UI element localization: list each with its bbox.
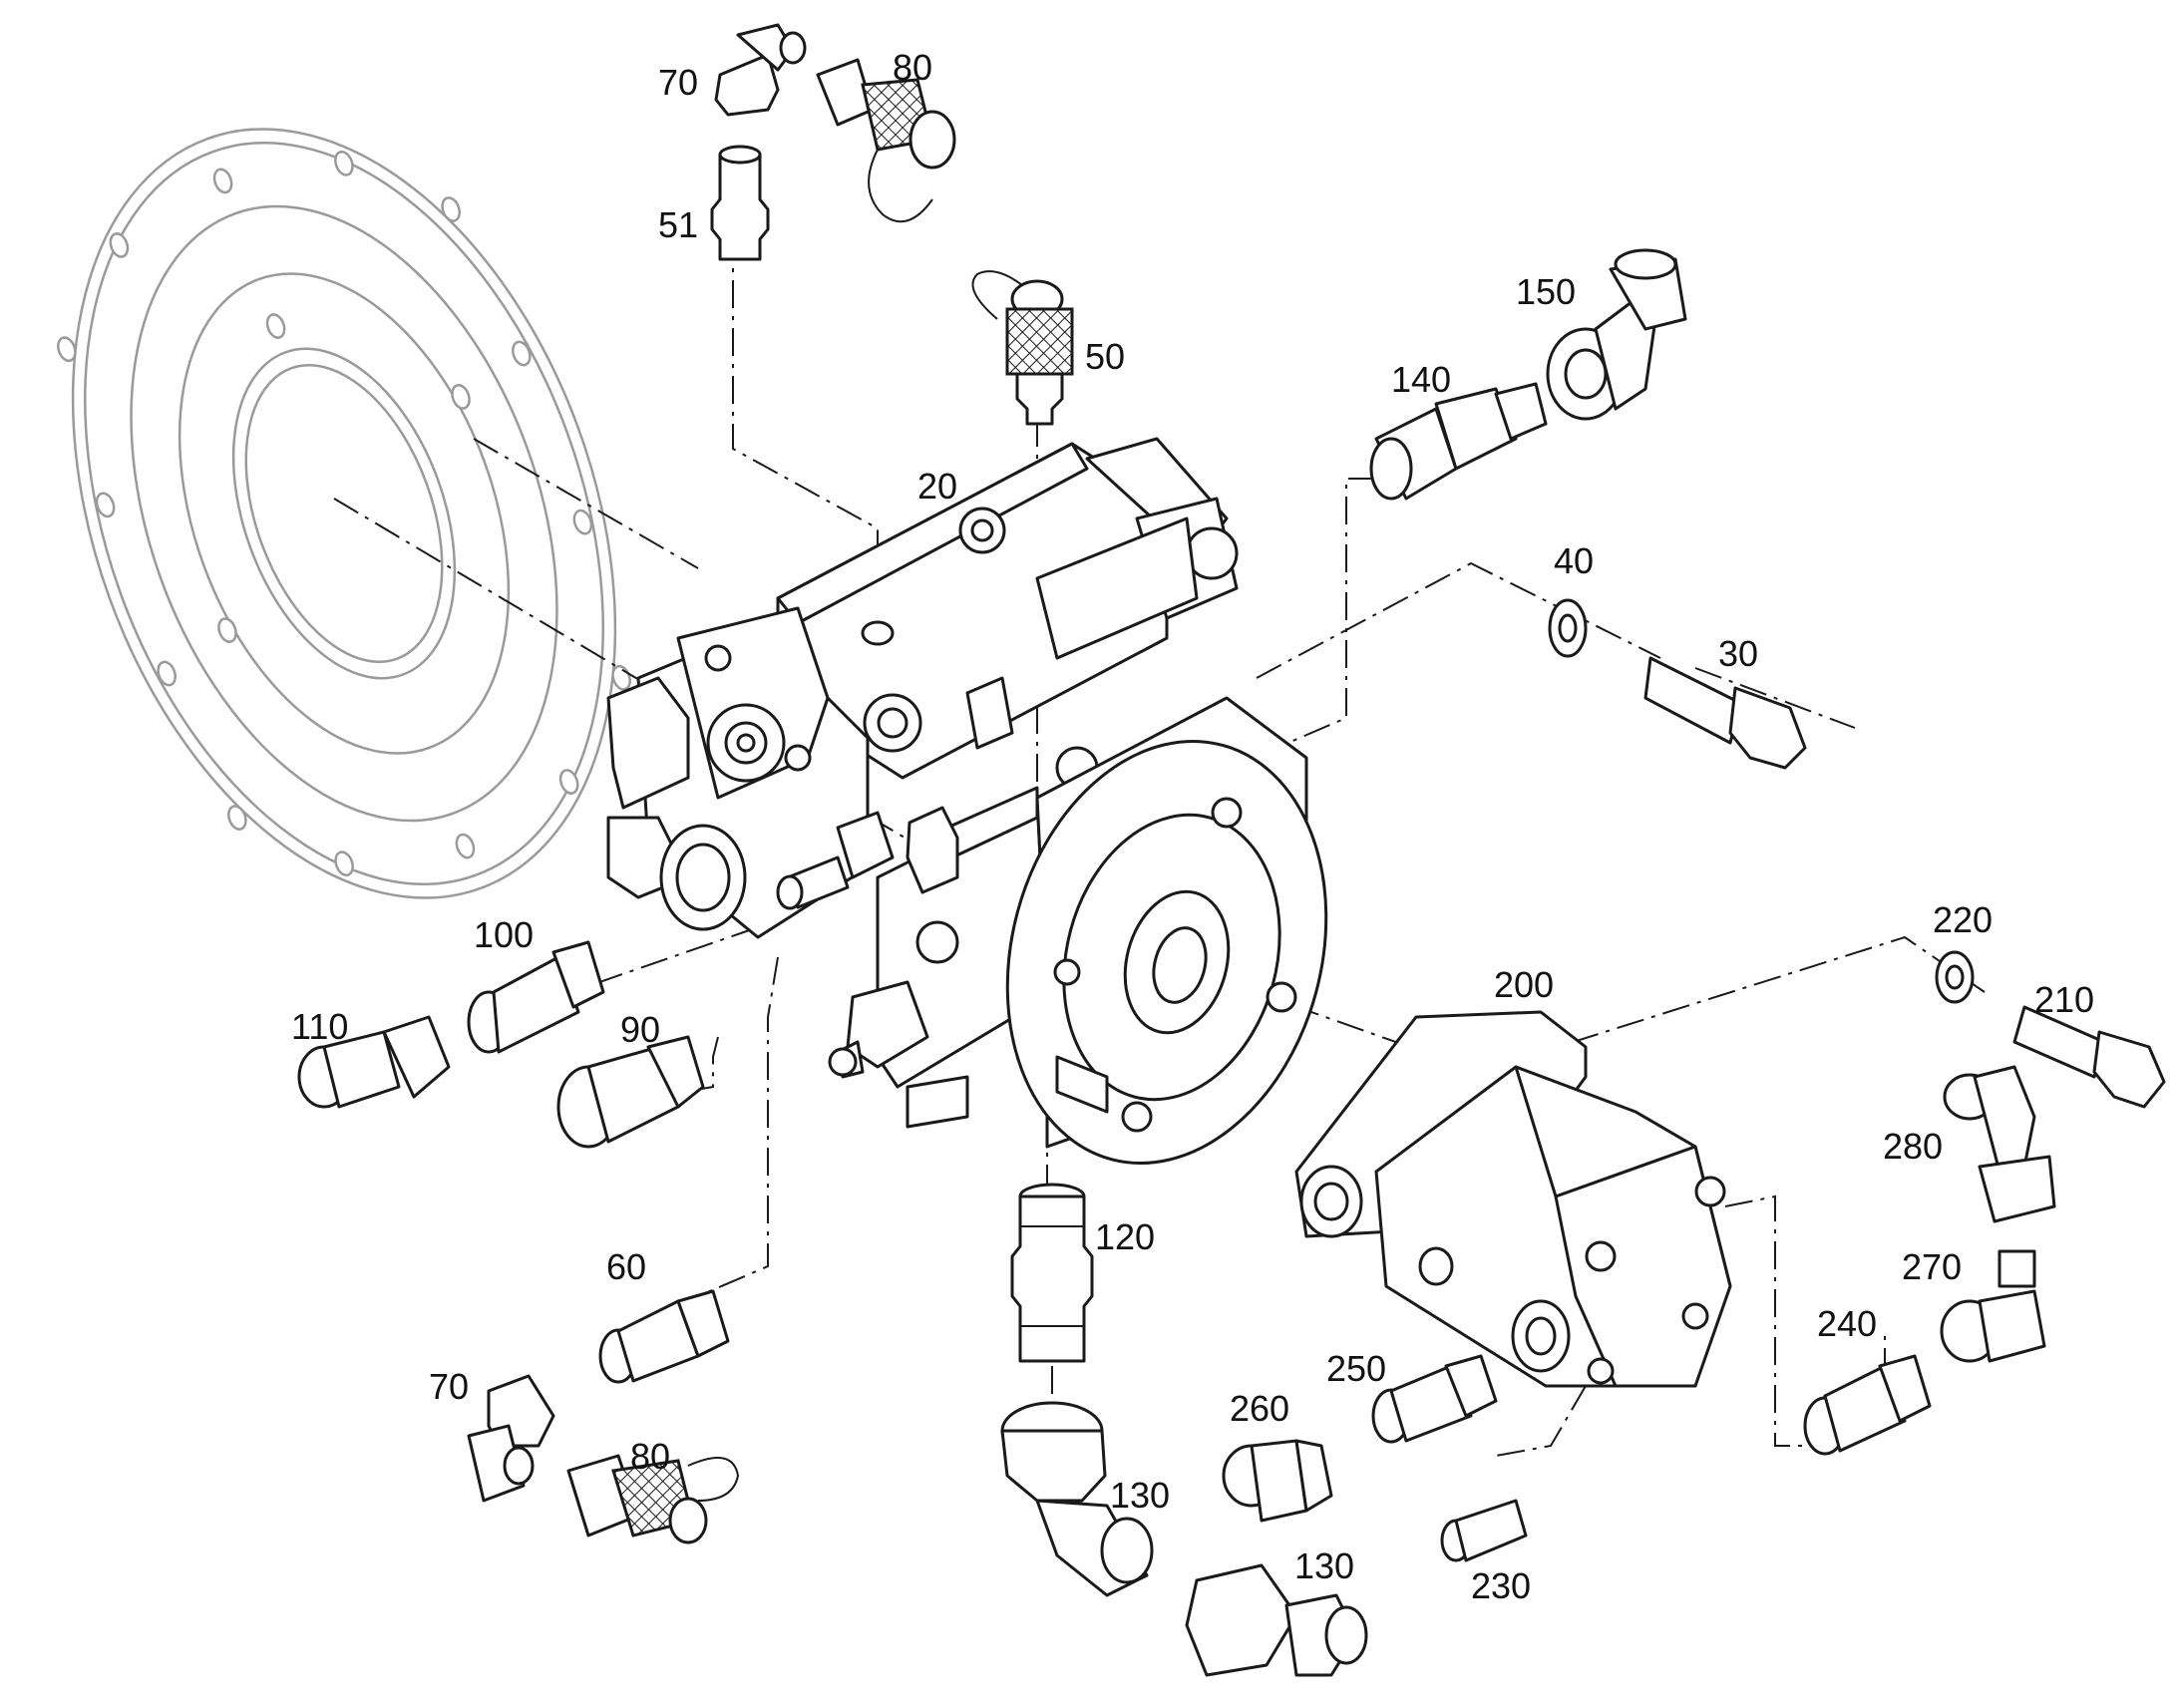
elbow-130-upper	[1000, 1401, 1154, 1597]
callout-50: 50	[1085, 336, 1125, 377]
elbow-110	[297, 1015, 451, 1109]
plug-230	[1440, 1499, 1528, 1562]
elbow-280	[1943, 1065, 2056, 1223]
callout-140: 140	[1391, 359, 1451, 400]
gear-pump-200	[1294, 1010, 1732, 1388]
callout-110: 110	[291, 1006, 348, 1047]
hydraulic-pump-assembly	[606, 437, 1328, 1166]
fitting-270	[1940, 1249, 2046, 1363]
fitting-51	[710, 145, 770, 261]
callout-260: 260	[1230, 1388, 1289, 1429]
fitting-90	[556, 1035, 705, 1149]
washer-220	[1935, 950, 1975, 1004]
callout-40: 40	[1554, 540, 1594, 581]
fitting-60	[598, 1289, 730, 1384]
elbow-150	[1546, 248, 1687, 421]
washer-40	[1548, 598, 1588, 658]
quick-coupler-80-top	[816, 58, 956, 223]
callout-130-lower: 130	[1294, 1545, 1354, 1586]
test-point-coupler-50	[971, 270, 1074, 426]
callout-240: 240	[1817, 1303, 1877, 1344]
callout-60: 60	[606, 1246, 646, 1287]
callout-80-bottom: 80	[630, 1436, 670, 1477]
callout-270: 270	[1902, 1246, 1962, 1287]
elbow-130-lower	[1185, 1563, 1368, 1677]
quick-coupler-80-bottom	[566, 1454, 740, 1544]
fitting-100	[467, 940, 605, 1054]
fitting-250	[1371, 1354, 1498, 1444]
fitting-240	[1803, 1354, 1932, 1456]
callout-90: 90	[620, 1009, 660, 1050]
flange-bolt-holes	[57, 151, 631, 876]
bolt-210	[2012, 1005, 2166, 1109]
bolt-30	[1643, 656, 1807, 770]
callout-150: 150	[1516, 271, 1576, 312]
callout-30: 30	[1718, 633, 1758, 674]
callout-230: 230	[1471, 1565, 1531, 1606]
callout-130-upper: 130	[1110, 1475, 1170, 1516]
callout-70-top: 70	[658, 62, 698, 103]
fitting-140	[1369, 382, 1548, 501]
callout-100: 100	[474, 914, 534, 955]
callout-20: 20	[917, 466, 957, 507]
callout-70-bottom: 70	[429, 1366, 469, 1407]
callout-220: 220	[1933, 899, 1993, 940]
elbow-70-bottom	[467, 1374, 555, 1503]
elbow-260	[1222, 1439, 1333, 1523]
fitting-120	[1010, 1183, 1094, 1363]
callout-200: 200	[1494, 964, 1554, 1005]
callout-210: 210	[2034, 979, 2094, 1020]
callout-120: 120	[1095, 1216, 1155, 1257]
callout-280: 280	[1883, 1126, 1943, 1167]
callout-80-top: 80	[893, 47, 932, 88]
callout-51: 51	[658, 204, 698, 245]
callout-labels: 70 80 51 50 20 150 140 40 30 100 110 90 …	[291, 47, 2094, 1606]
mounting-flange	[57, 128, 631, 899]
callout-250: 250	[1326, 1348, 1386, 1389]
elbow-70-top	[714, 23, 807, 117]
